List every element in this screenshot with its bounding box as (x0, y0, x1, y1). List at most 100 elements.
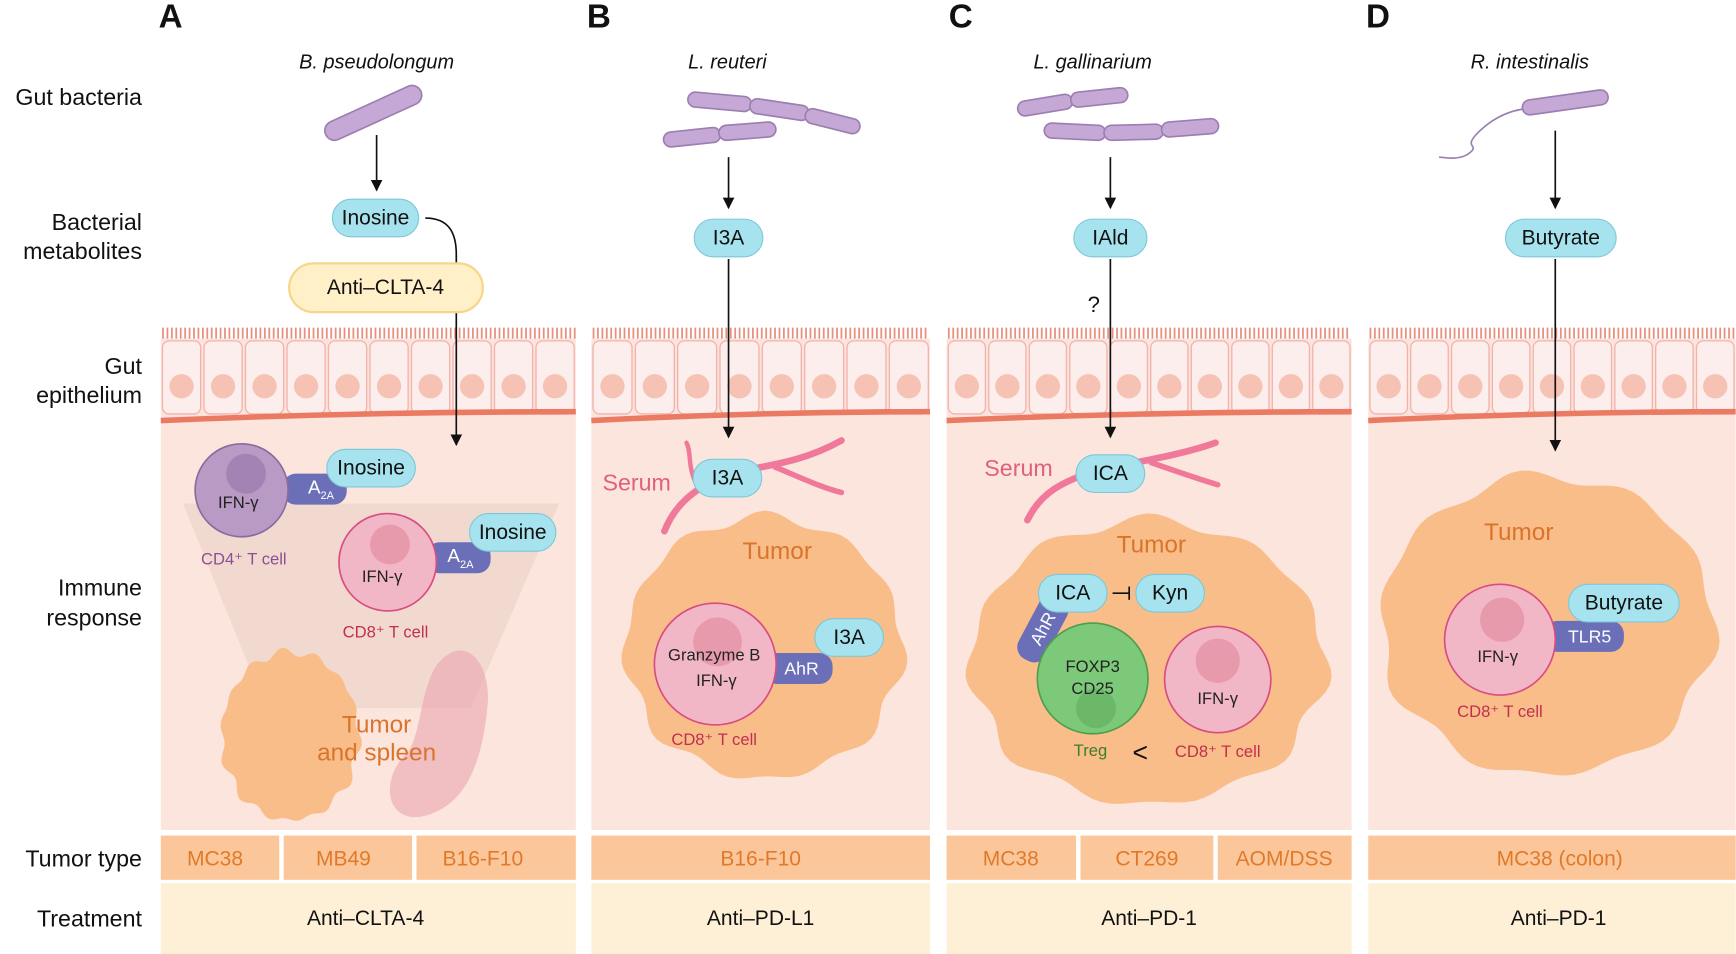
cell-nucleus (1238, 374, 1263, 399)
tissue-label-2: and spleen (317, 739, 436, 766)
cell-nucleus (1458, 374, 1483, 399)
tumor-label: Tumor (743, 538, 812, 565)
bacterium-name: R. intestinalis (1471, 52, 1589, 74)
ligand-pill (1568, 583, 1680, 623)
bacterium-name: L. reuteri (688, 52, 767, 74)
row-label-epithelium-1: Gut (105, 353, 143, 379)
cell-nucleus (542, 374, 568, 399)
cell-nucleus (811, 374, 837, 399)
treatment-cell (946, 883, 1352, 954)
row-label-immune-1: Immune (58, 574, 142, 600)
panel-b: B L. reuteri I3A Serum I3A Tumor AhR Gra… (587, 0, 908, 779)
row-label-tumor-type: Tumor type (25, 846, 142, 872)
cell-nucleus (854, 374, 879, 399)
flagellum-icon (1439, 107, 1528, 159)
tumor-type-c-1: MC38 (983, 847, 1039, 870)
treg-marker-2: CD25 (1071, 679, 1113, 698)
nucleus (1195, 638, 1240, 683)
ligand-label: Butyrate (1585, 592, 1663, 615)
tumor-type-cell (946, 835, 1077, 880)
row-label-metabolites-1: Bacterial (52, 209, 142, 235)
a2a-receptor (282, 473, 347, 505)
treatment-d: Anti–PD-1 (1511, 907, 1607, 930)
bacteria-icon (1016, 86, 1220, 142)
cell-label-2: IFN-γ (696, 671, 737, 690)
treatment-cell (591, 883, 930, 954)
nucleus (1480, 597, 1525, 642)
ligand-pill (469, 512, 557, 552)
tumor-type-d-1: MC38 (colon) (1497, 847, 1623, 870)
cd8-label: CD8⁺ T cell (1175, 742, 1261, 761)
microvilli (947, 327, 1349, 339)
metabolite-label: I3A (713, 226, 745, 249)
cell-nucleus (727, 374, 752, 399)
cell-nucleus (1035, 374, 1061, 399)
nucleus (693, 617, 742, 667)
serum-metabolite-pill (1075, 454, 1146, 494)
drug-pill-label: Anti–CLTA-4 (327, 276, 444, 299)
cell-nucleus (1319, 374, 1344, 399)
cell-nucleus (600, 374, 625, 399)
cell-nucleus (252, 374, 277, 399)
nucleus (1076, 688, 1116, 729)
cell-nucleus (1703, 374, 1728, 399)
serum-label: Serum (602, 469, 670, 495)
cell-nucleus (418, 374, 443, 399)
tumor-type-row: MC38 MB49 B16-F10 B16-F10 MC38 CT269 AOM… (160, 835, 1736, 880)
panel-c: C L. gallinarium IAld ? Serum ICA Tumor … (949, 0, 1332, 804)
row-label-epithelium-2: epithelium (36, 382, 142, 408)
basement-membrane (1368, 408, 1736, 424)
cell-nucleus (1621, 374, 1646, 399)
nucleus (226, 453, 266, 494)
kyn-label: Kyn (1152, 582, 1188, 605)
cell-nucleus (210, 374, 236, 399)
cell-nucleus (1580, 374, 1605, 399)
serum-metabolite-label: I3A (712, 467, 744, 490)
cell-nucleus (335, 374, 360, 399)
tumor-type-a-1: MC38 (187, 847, 243, 870)
ligand-pill (326, 448, 416, 488)
cell-nucleus (1376, 374, 1401, 399)
cytokine-label: IFN-γ (362, 567, 403, 586)
arrow-icon (425, 217, 463, 447)
cell-nucleus (995, 374, 1020, 399)
a2a-receptor (426, 542, 491, 574)
tumor-type-cell (591, 835, 930, 880)
row-labels: Gut bacteria Bacterial metabolites Gut e… (15, 84, 142, 931)
metabolite-pill (693, 218, 764, 258)
metabolite-pill (1504, 218, 1617, 258)
metabolite-label: Inosine (342, 207, 410, 230)
cytokine-label: IFN-γ (1477, 647, 1518, 666)
tumor-type-cell (283, 835, 413, 880)
tumor-type-cell (160, 835, 280, 880)
row-label-gut-bacteria: Gut bacteria (15, 84, 142, 110)
bacteria-icon (662, 91, 861, 148)
basement-membrane (946, 408, 1352, 424)
spleen-shape (389, 650, 488, 818)
cell-nucleus (954, 374, 980, 399)
receptor-label: A2A (308, 477, 335, 503)
cell-nucleus (769, 374, 794, 399)
treatment-b: Anti–PD-L1 (707, 907, 814, 930)
tumor-blob (220, 647, 362, 821)
ahr-receptor (763, 652, 833, 684)
tissue-label-1: Tumor (342, 712, 411, 739)
treatment-a: Anti–CLTA-4 (307, 907, 424, 930)
cell-label-1: Granzyme B (668, 646, 760, 665)
treatment-c: Anti–PD-1 (1101, 907, 1197, 930)
receptor-label: A2A (447, 545, 474, 571)
treatment-cell (160, 883, 576, 954)
tumor-type-b-1: B16-F10 (720, 847, 801, 870)
panel-letter-d: D (1366, 0, 1390, 36)
serum-metabolite-label: ICA (1093, 462, 1128, 485)
cd4-label: CD4⁺ T cell (201, 549, 287, 568)
cell-nucleus (376, 374, 402, 399)
cell-nucleus (1157, 374, 1182, 399)
bacterium-name: B. pseudolongum (299, 52, 454, 74)
treg-label: Treg (1074, 741, 1108, 760)
cd8-label: CD8⁺ T cell (671, 730, 757, 749)
metabolite-label: IAld (1092, 226, 1128, 249)
treg-marker-1: FOXP3 (1065, 657, 1119, 676)
serum-metabolite-pill (692, 458, 763, 498)
